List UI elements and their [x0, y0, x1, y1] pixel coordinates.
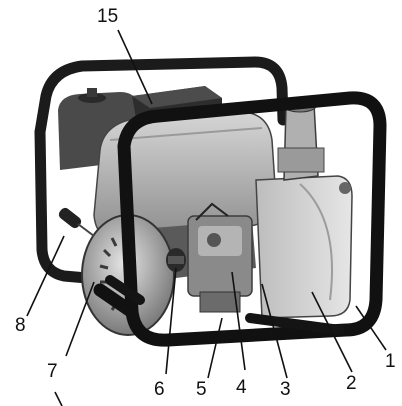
- discharge-port: [277, 99, 325, 181]
- leader-4: [231, 271, 246, 371]
- leader-15: [117, 29, 153, 105]
- leader-lines: [26, 29, 387, 406]
- leader-6: [165, 267, 177, 375]
- leader-2: [311, 291, 353, 373]
- callout-5: 5: [196, 379, 207, 400]
- callout-7: 7: [47, 361, 58, 382]
- choke-knob: [166, 248, 186, 272]
- frame-base: [105, 275, 345, 335]
- leader-5: [207, 317, 223, 379]
- leader-7: [65, 281, 95, 357]
- leader-1: [355, 305, 387, 351]
- carburetor: [187, 202, 253, 313]
- callout-8: 8: [15, 315, 26, 336]
- callout-4: 4: [236, 377, 247, 398]
- callout-1: 1: [385, 351, 396, 372]
- leader-3: [261, 283, 288, 379]
- frame-rear: [34, 56, 289, 286]
- callout-6: 6: [154, 379, 165, 400]
- callout-15: 15: [97, 6, 119, 27]
- leader-8: [26, 235, 65, 317]
- callout-3: 3: [280, 379, 291, 400]
- pump-housing: [255, 175, 353, 319]
- callout-2: 2: [346, 373, 357, 394]
- leader-bottom: [54, 391, 63, 406]
- frame-front: [93, 91, 387, 347]
- starter-handle: [58, 207, 95, 237]
